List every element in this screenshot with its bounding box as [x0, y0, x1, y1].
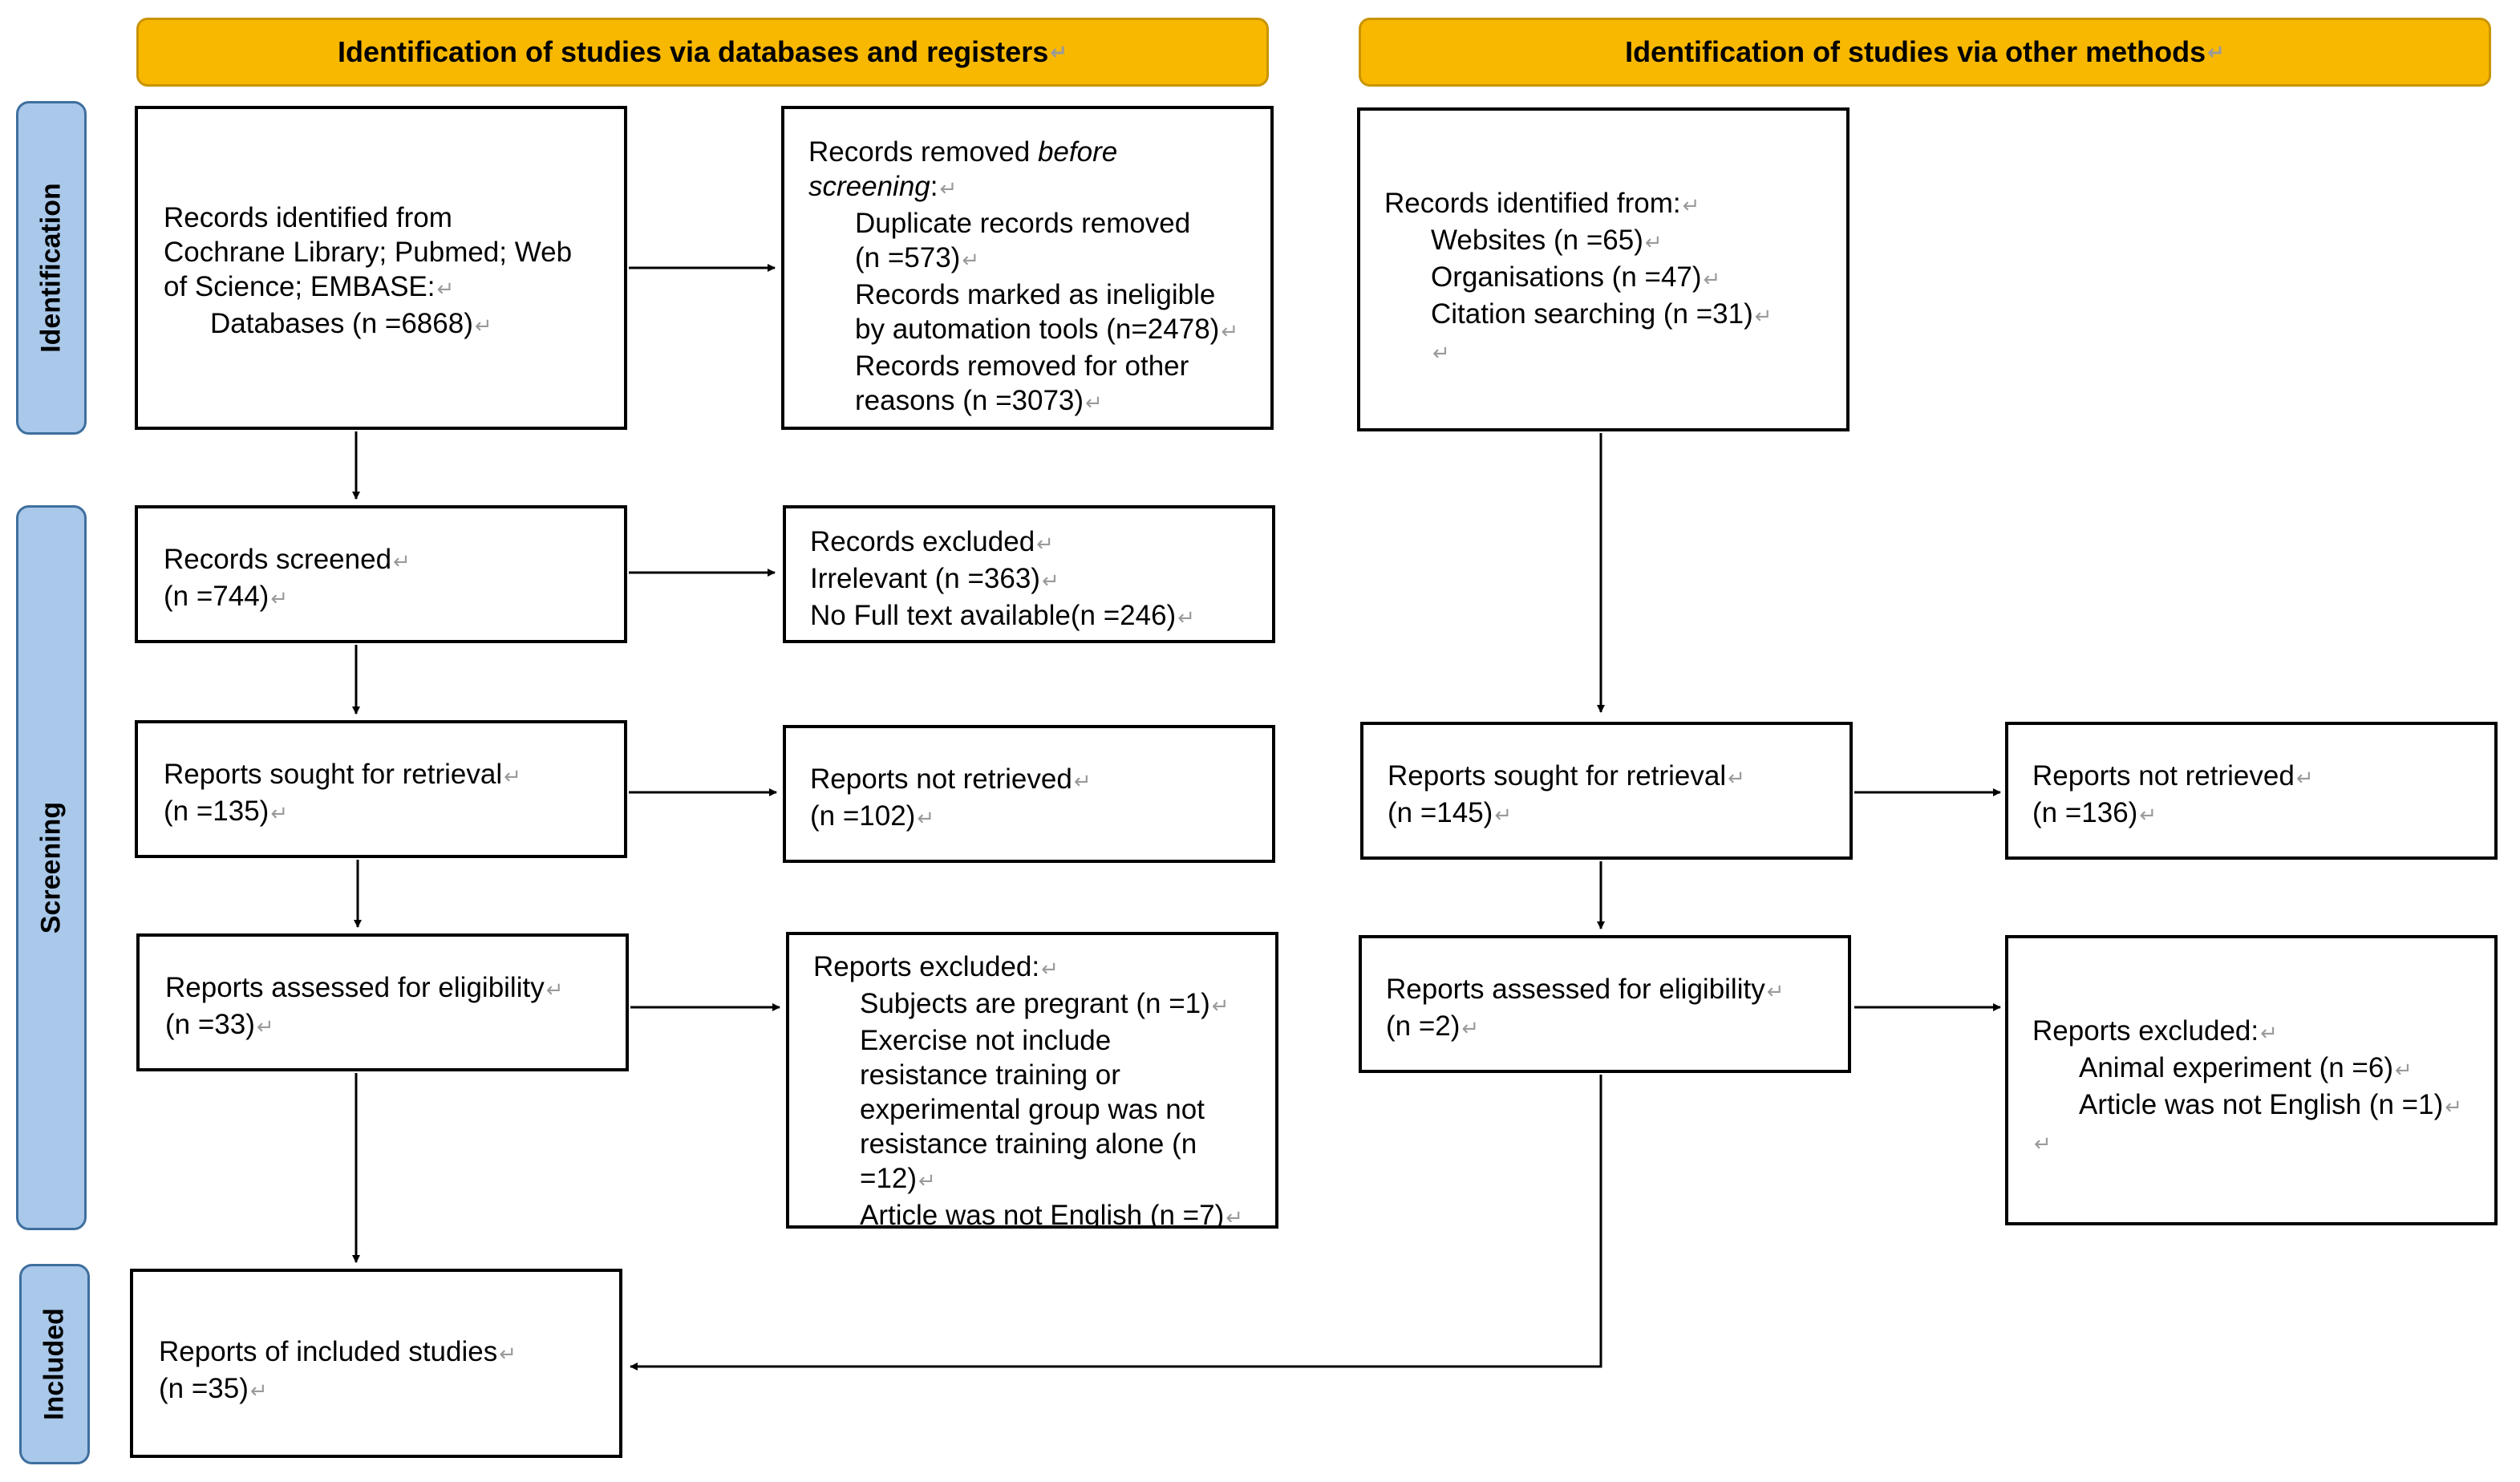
- text-line: Reports sought for retrieval↵: [1388, 760, 1745, 792]
- text-line: Records marked as ineligible: [855, 279, 1216, 310]
- text-line: Records screened↵: [164, 544, 411, 575]
- text-line: Irrelevant (n =363)↵: [810, 563, 1059, 594]
- text-line: (n =2)↵: [1386, 1010, 1480, 1042]
- box-records-excluded: Records excluded↵ Irrelevant (n =363)↵ N…: [783, 505, 1275, 643]
- phase-identification: Identification: [16, 101, 87, 435]
- text-line: Exercise not include: [860, 1025, 1112, 1056]
- text-line: Reports sought for retrieval↵: [164, 759, 521, 790]
- text-line: Reports not retrieved↵: [810, 763, 1092, 795]
- box-reports-excluded: Reports excluded:↵ Subjects are pregrant…: [786, 932, 1278, 1229]
- text-line: resistance training alone (n: [860, 1128, 1197, 1160]
- text-line: Citation searching (n =31)↵: [1431, 298, 1773, 330]
- arrow-other-assessed-to-included: [630, 1075, 1602, 1371]
- text-line: (n =573)↵: [855, 242, 980, 273]
- text-line: No Full text available(n =246)↵: [810, 600, 1196, 631]
- box-records-identified-databases: Records identified from Cochrane Library…: [135, 106, 627, 430]
- box-records-removed: Records removed before screening:↵ Dupli…: [781, 106, 1274, 430]
- text-line: Duplicate records removed: [855, 208, 1191, 239]
- text-line: ↵: [1432, 341, 1450, 365]
- box-reports-sought: Reports sought for retrieval↵ (n =135)↵: [135, 720, 627, 858]
- box-records-identified-other: Records identified from:↵ Websites (n =6…: [1357, 107, 1849, 431]
- phase-included: Included: [19, 1264, 90, 1464]
- text-line: (n =35)↵: [159, 1373, 268, 1404]
- box-reports-not-retrieved: Reports not retrieved↵ (n =102)↵: [783, 725, 1275, 863]
- text-line: Organisations (n =47)↵: [1431, 261, 1721, 293]
- text-line: reasons (n =3073)↵: [855, 385, 1103, 416]
- header-databases-text: Identification of studies via databases …: [337, 35, 1049, 68]
- text-line: Records excluded↵: [810, 526, 1054, 557]
- box-records-screened: Records screened↵ (n =744)↵: [135, 505, 627, 643]
- text-line: resistance training or: [860, 1059, 1120, 1091]
- text-line: Records removed before: [808, 136, 1118, 168]
- text-line: Subjects are pregrant (n =1)↵: [860, 988, 1230, 1019]
- phase-screening: Screening: [16, 505, 87, 1230]
- header-other-text: Identification of studies via other meth…: [1625, 35, 2206, 68]
- text-line: experimental group was not: [860, 1094, 1205, 1125]
- box-reports-excluded-other: Reports excluded:↵ Animal experiment (n …: [2005, 935, 2498, 1225]
- header-other-methods: Identification of studies via other meth…: [1359, 18, 2491, 87]
- text-line: =12)↵: [860, 1163, 936, 1194]
- text-line: (n =145)↵: [1388, 797, 1513, 828]
- box-included-studies: Reports of included studies↵ (n =35)↵: [130, 1269, 622, 1458]
- text-line: (n =102)↵: [810, 800, 935, 832]
- text-line: Cochrane Library; Pubmed; Web: [164, 237, 573, 268]
- text-line: Websites (n =65)↵: [1431, 225, 1663, 256]
- text-line: Reports excluded:↵: [813, 951, 1059, 982]
- text-line: Reports assessed for eligibility↵: [165, 972, 564, 1003]
- box-reports-not-retrieved-other: Reports not retrieved↵ (n =136)↵: [2005, 722, 2498, 860]
- text-line: Reports excluded:↵: [2032, 1015, 2278, 1047]
- text-line: Reports of included studies↵: [159, 1336, 517, 1367]
- text-line: Reports assessed for eligibility↵: [1386, 974, 1785, 1005]
- text-line: Databases (n =6868)↵: [210, 308, 492, 339]
- text-line: Records identified from: [164, 202, 452, 233]
- text-line: Article was not English (n =1)↵: [2079, 1089, 2463, 1120]
- text-line: Animal experiment (n =6)↵: [2079, 1052, 2413, 1083]
- text-line: (n =136)↵: [2032, 797, 2157, 828]
- text-line: Article was not English (n =7)↵: [860, 1200, 1244, 1229]
- text-line: of Science; EMBASE:↵: [164, 271, 455, 302]
- box-reports-assessed-other: Reports assessed for eligibility↵ (n =2)…: [1359, 935, 1851, 1073]
- text-line: ↵: [2034, 1132, 2052, 1156]
- text-line: screening:↵: [808, 171, 958, 202]
- text-line: Records identified from:↵: [1384, 188, 1700, 219]
- box-reports-assessed: Reports assessed for eligibility↵ (n =33…: [136, 933, 629, 1071]
- text-line: (n =33)↵: [165, 1009, 274, 1040]
- text-line: Reports not retrieved↵: [2032, 760, 2314, 792]
- text-line: Records removed for other: [855, 350, 1189, 382]
- header-databases: Identification of studies via databases …: [136, 18, 1269, 87]
- text-line: (n =135)↵: [164, 796, 289, 827]
- text-line: (n =744)↵: [164, 581, 289, 612]
- text-line: by automation tools (n=2478)↵: [855, 314, 1239, 345]
- box-reports-sought-other: Reports sought for retrieval↵ (n =145)↵: [1360, 722, 1853, 860]
